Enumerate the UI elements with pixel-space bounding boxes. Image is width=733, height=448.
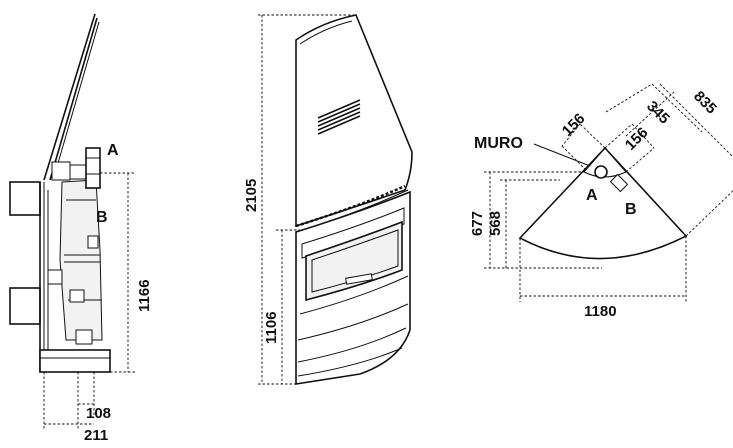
plan-diagonal-dims <box>561 83 733 237</box>
plan-vertical-dims: 677 568 <box>469 171 602 269</box>
plan-outline <box>518 146 688 260</box>
dim-108-211: 108 211 <box>43 372 111 444</box>
label-a-plan: A <box>586 187 598 204</box>
label-b-plan: B <box>625 201 637 218</box>
dim-1166: 1166 <box>100 172 153 373</box>
dim-835-label: 835 <box>690 88 720 118</box>
dim-1180-label: 1180 <box>584 303 617 320</box>
front-view: 2105 1106 <box>243 14 413 385</box>
dim-1166-label: 1166 <box>136 279 153 312</box>
outlet-a-circle <box>594 165 608 179</box>
dim-1106-label: 1106 <box>263 311 280 344</box>
outlet-b-rect <box>609 173 629 193</box>
plan-view: A B MURO 156 156 345 835 <box>469 83 733 320</box>
dim-108-label: 108 <box>86 405 111 422</box>
label-a-side: A <box>107 142 119 159</box>
plan-width-dim: 1180 <box>519 236 687 320</box>
dim-2105: 2105 <box>243 14 356 385</box>
outlet-a-pipe <box>85 147 101 189</box>
dim-2105-label: 2105 <box>243 179 260 212</box>
dim-1106: 1106 <box>263 229 300 384</box>
dim-568-label: 568 <box>487 211 504 236</box>
side-view: A B 1166 108 211 <box>9 13 153 444</box>
dim-156-left-label: 156 <box>559 110 589 140</box>
label-wall: MURO <box>474 135 523 152</box>
dim-211-label: 211 <box>84 427 108 443</box>
wall-leader <box>533 143 591 167</box>
front-body <box>295 190 411 385</box>
side-body <box>9 161 111 373</box>
hood-vent <box>317 99 361 135</box>
dim-345-label: 345 <box>643 98 673 128</box>
label-b-side: B <box>96 209 108 226</box>
side-flue <box>43 13 100 181</box>
dim-677-label: 677 <box>469 211 486 236</box>
